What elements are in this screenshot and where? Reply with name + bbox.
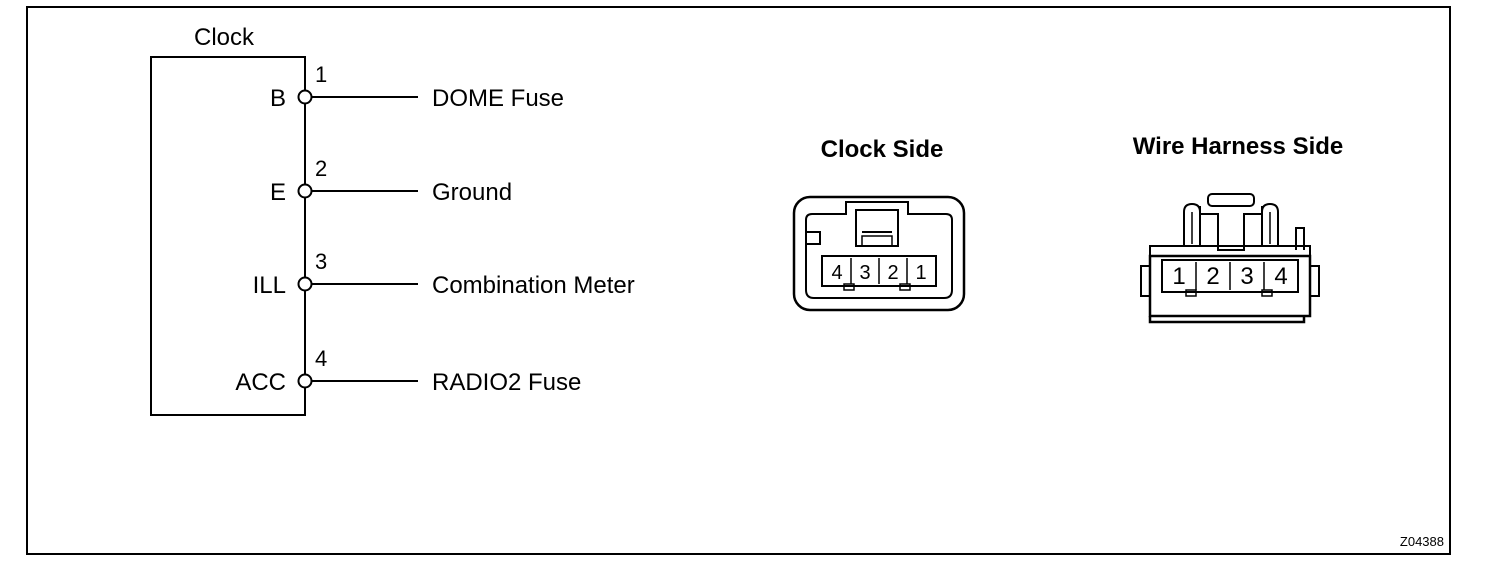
diagram-frame [26, 6, 1451, 555]
clock-side-cavity-strip [821, 255, 937, 287]
terminal-e-pin [297, 183, 313, 199]
harness-side-flange-left [1140, 265, 1150, 297]
terminal-e: E 2 Ground [270, 156, 512, 206]
harness-side-pin-label: 2 [1206, 263, 1219, 290]
harness-side-pin-label: 4 [1274, 263, 1287, 290]
harness-side-flange-right [1310, 265, 1320, 297]
harness-side-housing [1148, 254, 1312, 318]
clock-side-notch [806, 231, 821, 245]
clock-side-key [843, 283, 855, 291]
terminal-acc-pin [297, 373, 313, 389]
clock-side-housing [792, 195, 966, 312]
terminal-ill-number: 3 [315, 249, 327, 274]
terminal-e-number: 2 [315, 156, 327, 181]
harness-side-bottom-lip [1148, 316, 1306, 324]
harness-side-key [1185, 289, 1197, 297]
clock-side-connector [792, 195, 966, 312]
harness-side-key [1261, 289, 1273, 297]
clock-side-inner-outline [805, 201, 953, 299]
terminal-ill: ILL 3 Combination Meter [253, 249, 635, 299]
terminal-ill-destination: Combination Meter [432, 272, 635, 299]
harness-side-title: Wire Harness Side [1133, 133, 1344, 160]
terminal-b-pin [297, 89, 313, 105]
harness-side-post-right [1261, 202, 1279, 246]
clock-side-pin-label: 3 [859, 262, 870, 284]
figure-code: Z04388 [1400, 534, 1444, 549]
terminal-acc-label: ACC [235, 369, 286, 396]
terminal-b-number: 1 [315, 62, 327, 87]
harness-side-connector [1140, 193, 1320, 324]
terminal-e-label: E [270, 179, 286, 206]
terminal-b-destination: DOME Fuse [432, 85, 564, 112]
clock-box [150, 56, 306, 416]
terminal-acc-destination: RADIO2 Fuse [432, 369, 581, 396]
harness-side-cavity-strip [1161, 259, 1299, 293]
clock-side-key [899, 283, 911, 291]
harness-side-tab-right [1295, 227, 1305, 250]
harness-side-lock-arm [1199, 206, 1263, 251]
clock-side-pin-label: 2 [887, 262, 898, 284]
terminal-ill-pin [297, 276, 313, 292]
clock-side-pin-label: 1 [915, 262, 926, 284]
harness-side-body [1149, 245, 1311, 256]
terminal-acc-number: 4 [315, 346, 327, 371]
terminal-b-label: B [270, 85, 286, 112]
harness-side-pin-label: 1 [1172, 263, 1185, 290]
clock-side-pin-label: 4 [831, 262, 842, 284]
terminal-b: B 1 DOME Fuse [270, 62, 564, 112]
terminal-acc: ACC 4 RADIO2 Fuse [235, 346, 581, 396]
harness-side-post-left [1183, 202, 1201, 246]
harness-side-pin-label: 3 [1240, 263, 1253, 290]
clock-side-title: Clock Side [821, 136, 944, 163]
harness-side-release-bar [1207, 193, 1255, 207]
clock-side-lock-base [861, 235, 893, 247]
terminal-e-destination: Ground [432, 179, 512, 206]
terminal-ill-label: ILL [253, 272, 286, 299]
clock-title: Clock [194, 24, 255, 51]
